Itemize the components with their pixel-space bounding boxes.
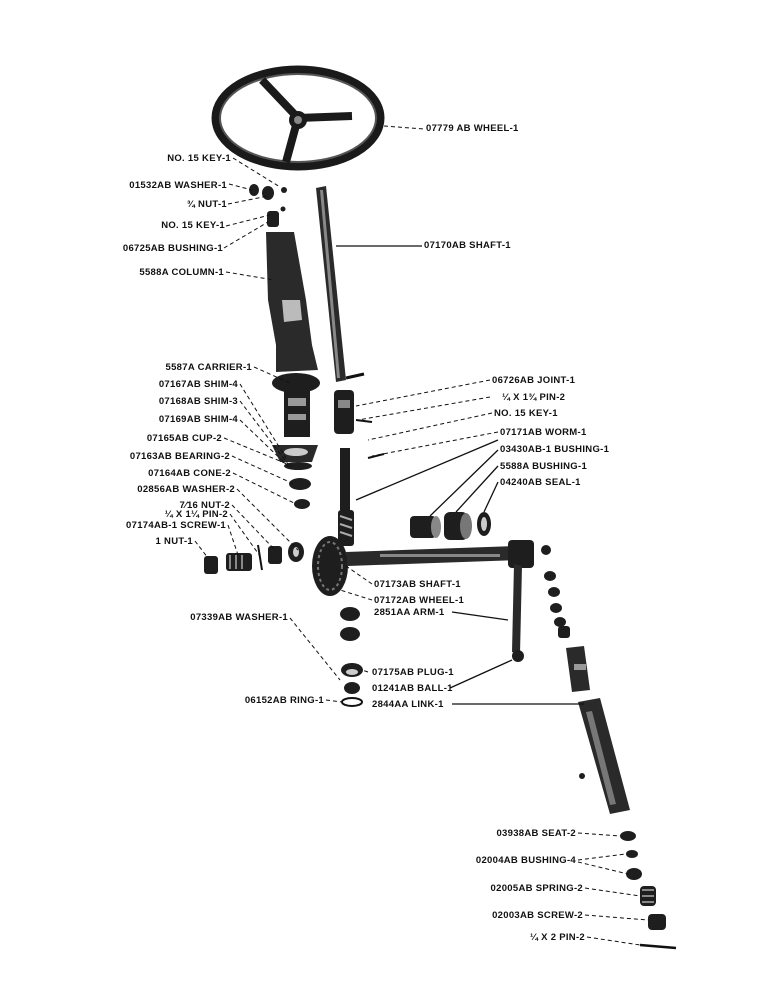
label-bushing-02004: 02004AB BUSHING-4	[475, 855, 576, 866]
label-shim-07167: 07167AB SHIM-4	[158, 379, 238, 390]
label-bushing-5588a: 5588A BUSHING-1	[500, 461, 588, 472]
joint-part	[334, 390, 373, 434]
label-seat: 03938AB SEAT-2	[496, 828, 576, 839]
label-pin-14x2: ¼ X 2 PIN-2	[529, 932, 585, 943]
label-bearing: 07163AB BEARING-2	[129, 451, 230, 462]
bottom-small-parts	[620, 831, 677, 950]
label-washer-02856: 02856AB WASHER-2	[137, 484, 235, 495]
label-screw-07174: 07174AB-1 SCREW-1	[126, 520, 226, 531]
label-bushing-03430: 03430AB-1 BUSHING-1	[500, 444, 610, 455]
label-screw-02003: 02003AB SCREW-2	[492, 910, 583, 921]
plug-ball-ring-stack	[340, 607, 363, 707]
leader-lines	[194, 125, 649, 946]
label-nut-716: 7⁄16 NUT-2	[179, 500, 230, 511]
label-shim-07168: 07168AB SHIM-3	[158, 396, 238, 407]
long-shaft-part	[316, 186, 365, 382]
label-carrier: 5587A CARRIER-1	[165, 362, 252, 373]
gear-wheel-part	[312, 536, 348, 596]
label-column: 5588A COLUMN-1	[139, 267, 224, 278]
label-worm: 07171AB WORM-1	[500, 427, 587, 438]
label-nut-34: ¾ NUT-1	[186, 199, 227, 210]
label-joint: 06726AB JOINT-1	[492, 375, 576, 386]
label-bushing-06725: 06725AB BUSHING-1	[122, 243, 223, 254]
label-pin-14x114: ¼ X 1¼ PIN-2	[164, 509, 228, 520]
label-ball: 01241AB BALL-1	[372, 683, 453, 694]
label-washer-01532: 01532AB WASHER-1	[129, 180, 227, 191]
carrier-part	[272, 373, 320, 437]
top-small-parts	[249, 184, 287, 227]
sector-shaft-part	[346, 546, 518, 566]
label-seal: 04240AB SEAL-1	[500, 477, 581, 488]
label-plug: 07175AB PLUG-1	[372, 667, 454, 678]
label-spring: 02005AB SPRING-2	[490, 883, 583, 894]
label-key-top: NO. 15 KEY-1	[167, 153, 231, 164]
label-cone: 07164AB CONE-2	[148, 468, 231, 479]
left-fastener-cluster	[204, 542, 304, 574]
label-cup: 07165AB CUP-2	[146, 433, 222, 444]
label-wheel: 07779 AB WHEEL-1	[426, 123, 519, 134]
label-link: 2844AA LINK-1	[372, 699, 444, 710]
label-shim-07169: 07169AB SHIM-4	[158, 414, 238, 425]
label-key-low: NO. 15 KEY-1	[494, 408, 558, 419]
label-key-mid: NO. 15 KEY-1	[161, 220, 225, 231]
column-part	[266, 232, 318, 372]
right-bushings-seal	[410, 512, 491, 540]
label-shaft-07173: 07173AB SHAFT-1	[374, 579, 461, 590]
label-arm: 2851AA ARM-1	[374, 607, 445, 618]
label-shaft-07170: 07170AB SHAFT-1	[424, 240, 511, 251]
label-washer-07339: 07339AB WASHER-1	[190, 612, 288, 623]
arm-part	[508, 540, 551, 662]
cup-bearing-stack	[272, 445, 385, 509]
worm-part	[338, 448, 354, 546]
label-wheel-07172: 07172AB WHEEL-1	[374, 595, 465, 606]
label-pin-14x134: ¼ X 1¾ PIN-2	[502, 392, 566, 403]
label-ring: 06152AB RING-1	[244, 695, 324, 706]
steering-wheel-part	[211, 65, 385, 171]
label-nut-1: 1 NUT-1	[155, 536, 193, 547]
link-column-parts	[544, 571, 630, 814]
